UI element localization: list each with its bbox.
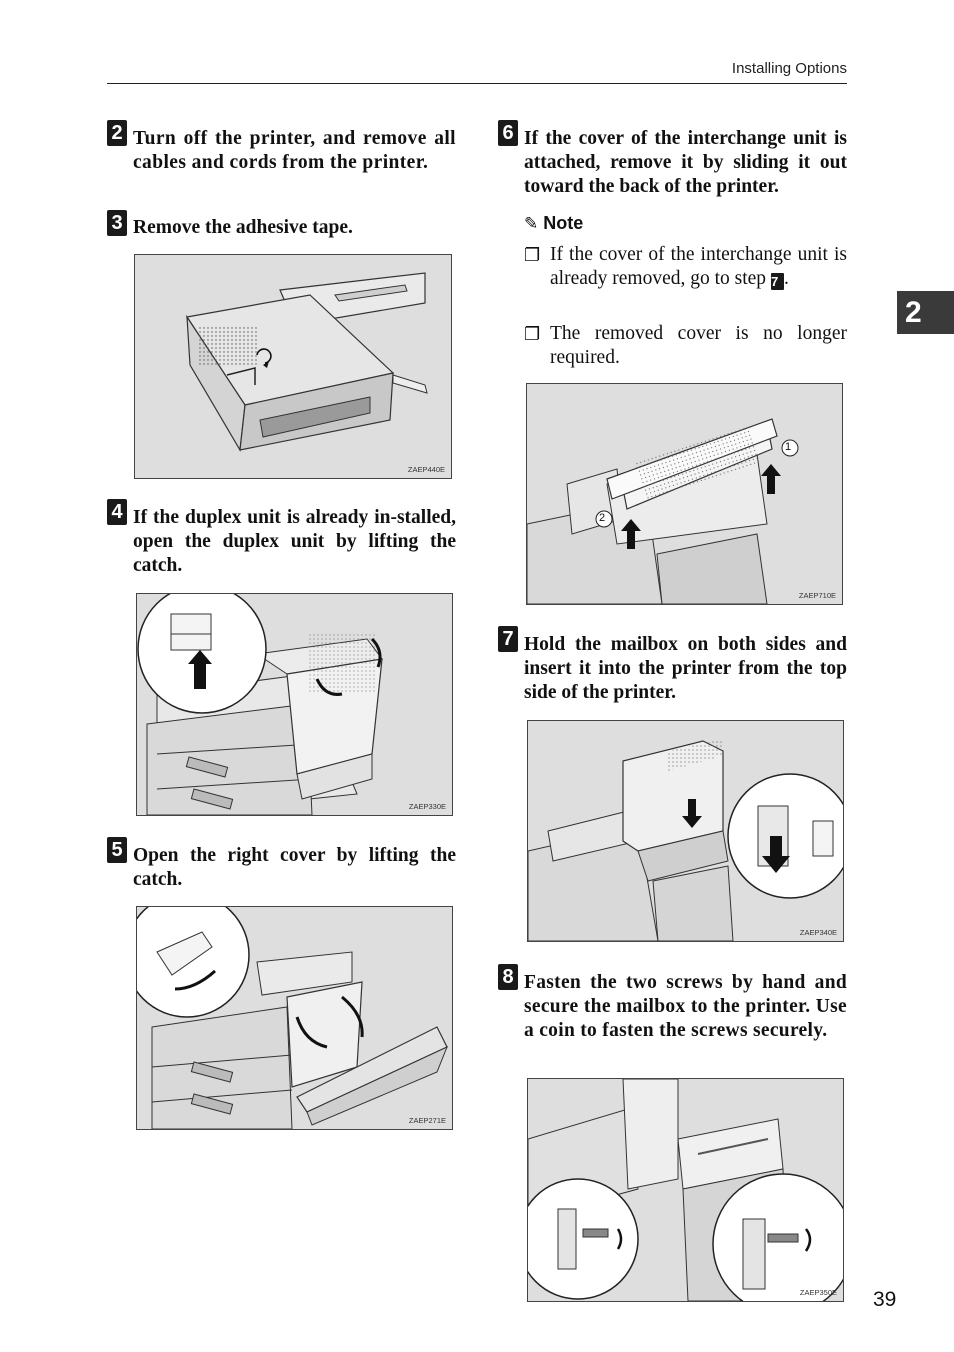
note-heading-label: Note	[543, 213, 584, 233]
step-instruction: Fasten the two screws by hand and secure…	[524, 972, 847, 1041]
figure-code: ZAEP340E	[799, 928, 837, 937]
chapter-tab: 2	[897, 291, 954, 334]
step-instruction: If the duplex unit is already in-stalled…	[133, 507, 456, 576]
step-number: 4	[107, 499, 127, 525]
duplex-unit-illustration	[185, 272, 428, 452]
figure-fasten-screws: ZAEP350E	[527, 1078, 844, 1302]
step-instruction: Remove the adhesive tape.	[133, 217, 353, 238]
figure-code: ZAEP330E	[408, 802, 446, 811]
step-instruction: Open the right cover by lifting the catc…	[133, 845, 456, 890]
note-item: ❐ The removed cover is no longer require…	[524, 322, 847, 370]
figure-insert-mailbox: ZAEP340E	[527, 720, 844, 942]
figure-code: ZAEP710E	[798, 591, 836, 600]
step-number: 8	[498, 964, 518, 990]
figure-remove-tape: ZAEP440E	[134, 254, 452, 479]
mailbox-insert-illustration	[528, 739, 843, 941]
figure-code: ZAEP271E	[408, 1116, 446, 1125]
step-reference: 7	[770, 273, 784, 290]
figure-code: ZAEP350E	[799, 1288, 837, 1297]
note-item-text: If the cover of the interchange unit is …	[550, 244, 847, 289]
fasten-screws-illustration	[528, 1079, 843, 1301]
checkbox-icon: ❐	[524, 245, 541, 265]
callout-label: 1	[785, 441, 792, 453]
step-number: 7	[498, 626, 518, 652]
step-number: 5	[107, 837, 127, 863]
interchange-cover-illustration	[527, 418, 799, 604]
figure-code: ZAEP440E	[407, 465, 445, 474]
step-number: 2	[107, 120, 127, 146]
step-instruction: Hold the mailbox on both sides and inser…	[524, 634, 847, 703]
checkbox-icon: ❐	[524, 324, 541, 344]
page-number: 39	[873, 1288, 897, 1311]
pencil-icon: ✎	[524, 214, 539, 233]
running-header: Installing Options	[731, 60, 847, 77]
note-item: ❐ If the cover of the interchange unit i…	[524, 243, 847, 291]
callout-label: 2	[599, 512, 606, 524]
figure-open-duplex: ZAEP330E	[136, 593, 453, 816]
step-instruction: If the cover of the interchange unit is …	[524, 128, 847, 197]
figure-remove-interchange-cover: 1 2 ZAEP710E	[526, 383, 843, 605]
printer-right-cover-illustration	[137, 907, 448, 1129]
note-item-text: The removed cover is no longer required.	[550, 323, 847, 368]
printer-duplex-illustration	[137, 594, 383, 815]
note-item-punctuation: .	[783, 268, 789, 289]
step-instruction: Turn off the printer, and remove all cab…	[133, 128, 456, 173]
header-rule	[107, 83, 847, 84]
step-number: 6	[498, 120, 518, 146]
note-heading: ✎ Note	[524, 213, 583, 234]
step-number: 3	[107, 210, 127, 236]
figure-open-right-cover: ZAEP271E	[136, 906, 453, 1130]
